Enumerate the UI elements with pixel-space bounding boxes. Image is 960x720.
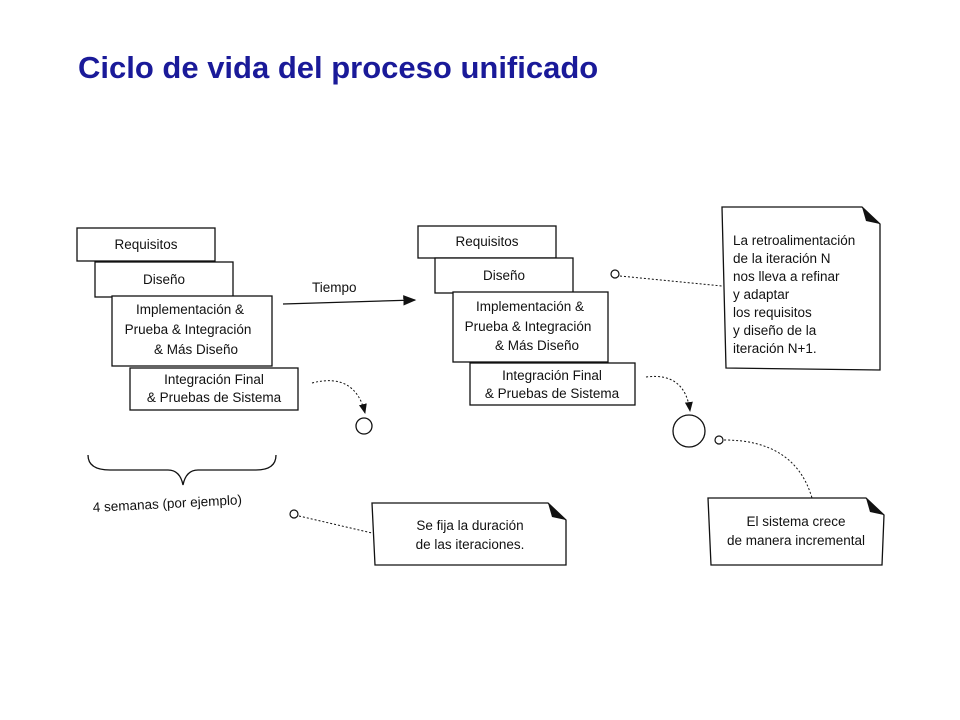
iteration-1: Requisitos Diseño Implementación & Prueb…	[76, 227, 373, 435]
iter2-implementacion-line-3: & Más Diseño	[495, 338, 579, 353]
duration-brace: 4 semanas (por ejemplo)	[87, 454, 277, 515]
note-fixed-duration: Se fija la duración de las iteraciones.	[289, 502, 567, 566]
note-fixed-duration-connector-dot	[289, 509, 299, 519]
iter1-implementacion-line-2: Prueba & Integración	[125, 322, 252, 337]
time-arrow: Tiempo	[282, 280, 417, 306]
iter2-integracion-line-1: Integración Final	[502, 368, 602, 383]
iter1-diseno-box: Diseño	[94, 261, 234, 298]
iteration-2: Requisitos Diseño Implementación & Prueb…	[417, 225, 706, 448]
note-feedback: La retroalimentación de la iteración N n…	[610, 206, 881, 371]
iter1-result-circle	[355, 417, 373, 435]
slide-title: Ciclo de vida del proceso unificado	[78, 50, 599, 85]
note-incremental-connector	[723, 439, 813, 499]
note-feedback-connector	[619, 275, 723, 287]
iter2-result-circle	[672, 414, 706, 448]
iter2-integracion-line-2: & Pruebas de Sistema	[485, 386, 620, 401]
iter1-integracion-line-2: & Pruebas de Sistema	[147, 390, 282, 405]
iter1-integracion-line-1: Integración Final	[164, 372, 264, 387]
iter1-integracion-box: Integración Final & Pruebas de Sistema	[129, 367, 299, 411]
note-incremental-connector-dot	[714, 435, 724, 445]
note-feedback-line-7: iteración N+1.	[733, 341, 817, 356]
iter2-implementacion-line-2: Prueba & Integración	[465, 319, 592, 334]
note-incremental: El sistema crece de manera incremental	[707, 435, 885, 566]
iter2-requisitos-box: Requisitos	[417, 225, 557, 259]
note-incremental-line-2: de manera incremental	[727, 533, 865, 548]
note-feedback-line-4: y adaptar	[733, 287, 790, 302]
iter2-result-arrow	[645, 375, 693, 412]
note-incremental-line-1: El sistema crece	[746, 514, 845, 529]
duration-label: 4 semanas (por ejemplo)	[92, 492, 242, 515]
iter2-implementacion-line-1: Implementación &	[476, 299, 584, 314]
iter1-requisitos-label: Requisitos	[114, 237, 177, 252]
note-feedback-line-5: los requisitos	[733, 305, 812, 320]
note-fixed-duration-connector	[298, 515, 373, 534]
iter1-result-arrow	[311, 380, 367, 414]
iter2-requisitos-label: Requisitos	[455, 234, 518, 249]
note-feedback-connector-dot	[610, 269, 620, 279]
iter1-implementacion-line-3: & Más Diseño	[154, 342, 238, 357]
iter1-implementacion-line-1: Implementación &	[136, 302, 244, 317]
note-feedback-line-3: nos lleva a refinar	[733, 269, 840, 284]
note-feedback-line-1: La retroalimentación	[733, 233, 855, 248]
iter1-diseno-label: Diseño	[143, 272, 185, 287]
note-feedback-line-2: de la iteración N	[733, 251, 831, 266]
iter2-diseno-box: Diseño	[434, 257, 574, 294]
note-feedback-line-6: y diseño de la	[733, 323, 817, 338]
iter2-integracion-box: Integración Final & Pruebas de Sistema	[469, 362, 636, 406]
note-fixed-duration-line-2: de las iteraciones.	[416, 537, 525, 552]
note-fixed-duration-line-1: Se fija la duración	[416, 518, 523, 533]
iter1-requisitos-box: Requisitos	[76, 227, 216, 262]
iter1-implementacion-box: Implementación & Prueba & Integración & …	[111, 295, 273, 367]
tiempo-label: Tiempo	[312, 280, 357, 295]
iter2-implementacion-box: Implementación & Prueba & Integración & …	[452, 291, 609, 363]
iter2-diseno-label: Diseño	[483, 268, 525, 283]
